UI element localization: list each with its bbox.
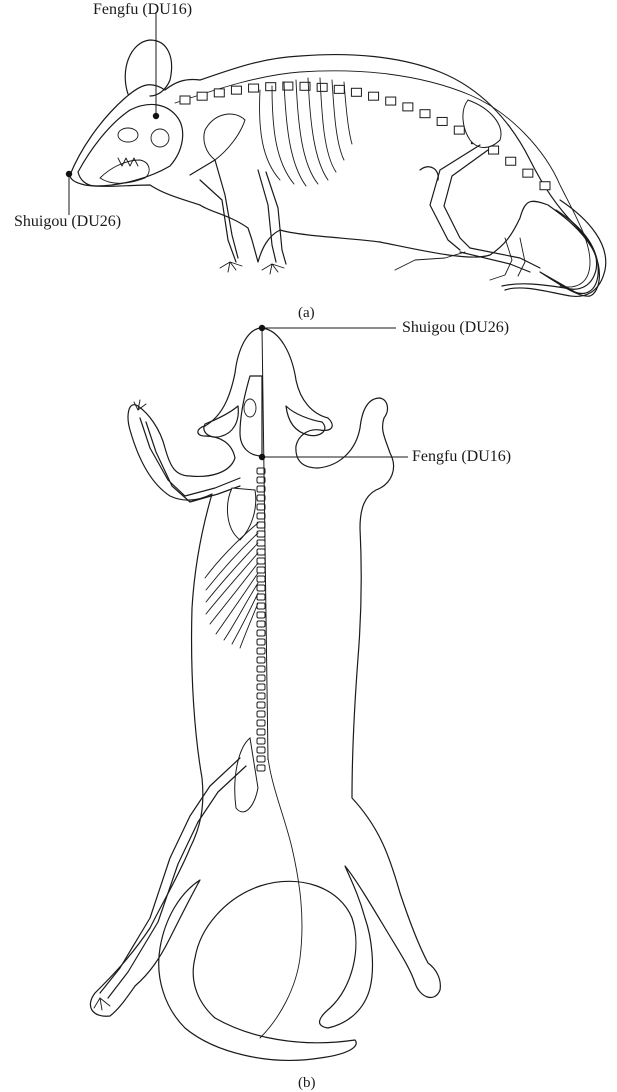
vertebra xyxy=(257,513,265,519)
eye-socket xyxy=(118,128,138,142)
vertebra xyxy=(257,594,265,600)
shuigou-point-b xyxy=(259,325,265,331)
rat-ear xyxy=(125,40,171,96)
vertebra xyxy=(257,711,265,717)
rib-cage-dorsal xyxy=(205,523,258,648)
vertebra xyxy=(257,648,265,654)
fengfu-point-a xyxy=(153,113,159,119)
pelvis xyxy=(463,100,501,148)
vertebra xyxy=(351,88,361,96)
vertebra xyxy=(523,169,533,177)
rib-cage xyxy=(260,78,352,186)
vertebra xyxy=(257,585,265,591)
vertebra xyxy=(317,83,327,91)
vertebra xyxy=(249,84,259,92)
vertebra xyxy=(180,96,190,104)
pelvis-dorsal xyxy=(235,738,258,812)
vertebra xyxy=(257,603,265,609)
vertebra xyxy=(420,110,430,118)
vertebra xyxy=(257,765,265,771)
vertebra xyxy=(266,83,276,91)
label-fengfu-a: Fengfu (DU16) xyxy=(93,2,192,18)
vertebra xyxy=(257,630,265,636)
panel-b-dorsal-view: Shuigou (DU26) Fengfu (DU16) (b) xyxy=(0,318,617,1092)
vertebra xyxy=(257,702,265,708)
vertebra xyxy=(257,576,265,582)
vertebra xyxy=(231,86,241,94)
panel-a-side-view: Fengfu (DU16) Shuigou (DU26) (a) xyxy=(0,0,617,320)
scapula-dorsal xyxy=(227,488,255,540)
skull xyxy=(78,104,183,186)
caption-b: (b) xyxy=(298,1076,316,1091)
vertebra xyxy=(257,738,265,744)
vertebra xyxy=(437,117,447,125)
skull-dorsal xyxy=(240,376,262,456)
vertebra xyxy=(540,182,550,190)
vertebra xyxy=(257,756,265,762)
vertebra xyxy=(257,657,265,663)
vertebra xyxy=(257,666,265,672)
vertebra xyxy=(214,89,224,97)
vertebra xyxy=(257,549,265,555)
vertebra xyxy=(257,684,265,690)
vertebra xyxy=(257,531,265,537)
vertebra xyxy=(257,612,265,618)
vertebra xyxy=(257,693,265,699)
vertebra xyxy=(506,157,516,165)
shuigou-point-a xyxy=(66,171,72,177)
vertebra xyxy=(489,146,499,154)
vertebra xyxy=(197,92,207,100)
label-fengfu-b: Fengfu (DU16) xyxy=(412,449,511,465)
vertebra xyxy=(257,639,265,645)
vertebra xyxy=(403,103,413,111)
ear-right xyxy=(286,406,325,436)
rat-dorsal-skeleton xyxy=(0,318,617,1092)
vertebra xyxy=(369,92,379,100)
label-shuigou-b: Shuigou (DU26) xyxy=(402,320,509,336)
spine-vertebrae-dorsal xyxy=(257,468,265,771)
tail-vertebrae xyxy=(260,758,302,1038)
vertebra xyxy=(334,85,344,93)
vertebra xyxy=(257,747,265,753)
vertebra xyxy=(257,567,265,573)
fengfu-point-b xyxy=(259,454,265,460)
shoulder-blade xyxy=(204,114,245,160)
rat-side-skeleton xyxy=(0,0,617,320)
vertebra xyxy=(454,126,464,134)
vertebra xyxy=(257,729,265,735)
label-shuigou-a: Shuigou (DU26) xyxy=(14,214,121,230)
vertebra xyxy=(386,97,396,105)
vertebra xyxy=(257,495,265,501)
vertebra xyxy=(257,621,265,627)
vertebra xyxy=(257,720,265,726)
vertebra xyxy=(257,504,265,510)
vertebra xyxy=(257,675,265,681)
